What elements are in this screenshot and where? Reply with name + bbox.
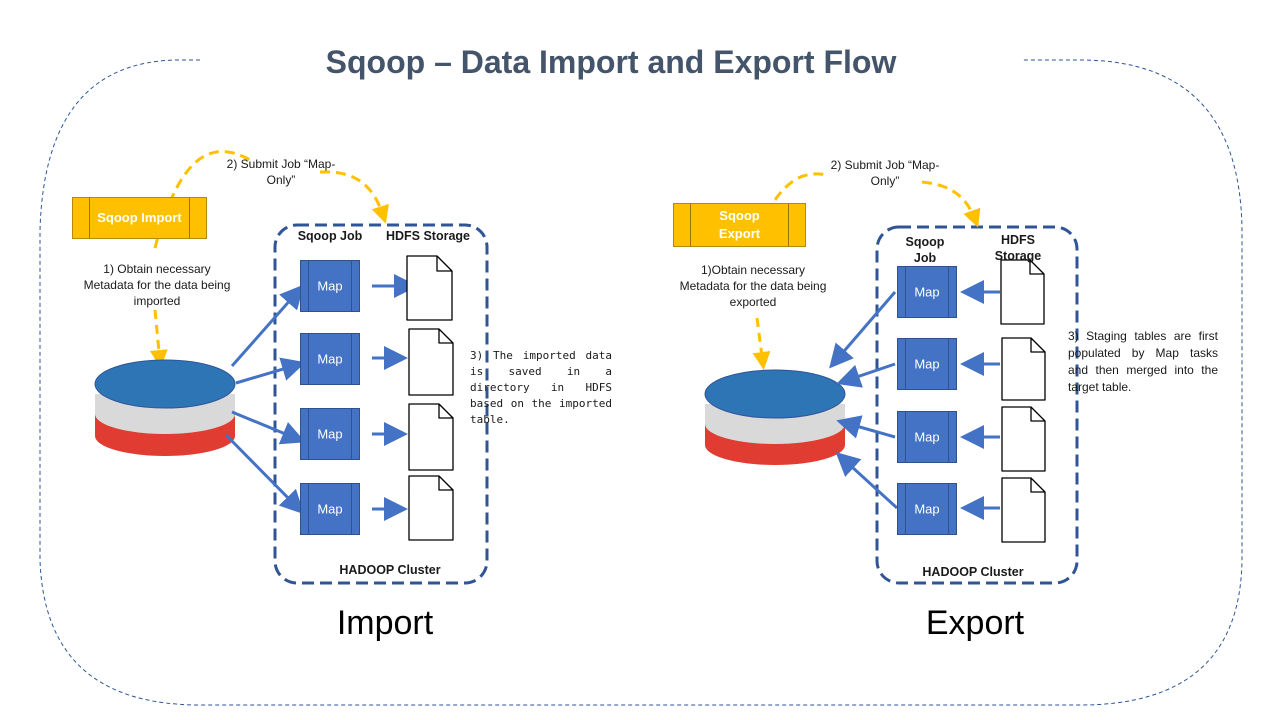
export-map-4-label: Map: [914, 501, 940, 517]
export-arrow-map3-db: [836, 415, 896, 439]
import-sqoop-box-label: Sqoop Import: [97, 210, 182, 225]
export-hdfs-label: HDFS Storage: [994, 233, 1042, 263]
export-step3-label: 3) Staging tables are first populated by…: [1068, 329, 1218, 394]
export-map-2-label: Map: [914, 356, 940, 372]
export-map-3: Map: [897, 411, 957, 463]
import-file-3: [408, 403, 454, 471]
export-metadata-arrow: [752, 317, 771, 370]
import-sqoop-job-label: Sqoop Job: [297, 229, 363, 243]
export-sqoop-box: Sqoop Export: [673, 203, 806, 247]
export-file-2: [1001, 337, 1046, 401]
import-map-1-label: Map: [317, 278, 343, 294]
import-hadoop-cluster-label: HADOOP Cluster: [339, 563, 441, 577]
import-arrow-db-map3: [231, 410, 306, 445]
export-arrow-map1-db: [829, 291, 897, 369]
export-map-1-label: Map: [914, 284, 940, 300]
export-sqoop-box-label: Sqoop Export: [718, 208, 761, 241]
import-map-2: Map: [300, 333, 360, 385]
export-file-4: [1001, 477, 1046, 543]
export-caption: Export: [925, 604, 1025, 642]
import-arrow-db-map2: [235, 357, 306, 385]
export-sqoop-job-label: Sqoop Job: [905, 235, 945, 265]
import-database: [94, 359, 236, 456]
export-hadoop-cluster-label: HADOOP Cluster: [922, 565, 1024, 579]
export-map-4: Map: [897, 483, 957, 535]
export-step1-label: 1)Obtain necessary Metadata for the data…: [679, 263, 827, 309]
import-map-3-label: Map: [317, 426, 343, 442]
export-map-1: Map: [897, 266, 957, 318]
export-map-2: Map: [897, 338, 957, 390]
export-map-3-label: Map: [914, 429, 940, 445]
import-caption: Import: [336, 604, 434, 642]
import-arrow-db-map4: [224, 433, 305, 515]
import-sqoop-box: Sqoop Import: [72, 197, 207, 239]
diagram-title: Sqoop – Data Import and Export Flow: [325, 44, 897, 80]
import-step2-label: 2) Submit Job “Map-Only”: [226, 157, 336, 187]
import-file-2: [408, 328, 454, 396]
export-arrow-map4-db: [835, 451, 899, 510]
export-step2-label: 2) Submit Job “Map-Only”: [830, 158, 940, 188]
import-map-2-label: Map: [317, 351, 343, 367]
export-database: [704, 369, 846, 465]
import-step3-label: 3) The imported data is saved in a direc…: [470, 349, 612, 426]
import-map-1: Map: [300, 260, 360, 312]
import-file-4: [408, 475, 454, 541]
import-map-3: Map: [300, 408, 360, 460]
import-arrow-db-map1: [230, 284, 304, 367]
import-hdfs-label: HDFS Storage: [385, 229, 471, 243]
import-map-4: Map: [300, 483, 360, 535]
export-arrow-map2-db: [836, 362, 896, 388]
import-step1-label: 1) Obtain necessary Metadata for the dat…: [83, 262, 231, 308]
export-file-1: [1000, 259, 1045, 325]
export-file-3: [1001, 406, 1046, 472]
import-file-1: [406, 255, 453, 321]
import-metadata-arrow: [149, 309, 168, 368]
import-map-4-label: Map: [317, 501, 343, 517]
outer-frame: [39, 59, 1243, 706]
